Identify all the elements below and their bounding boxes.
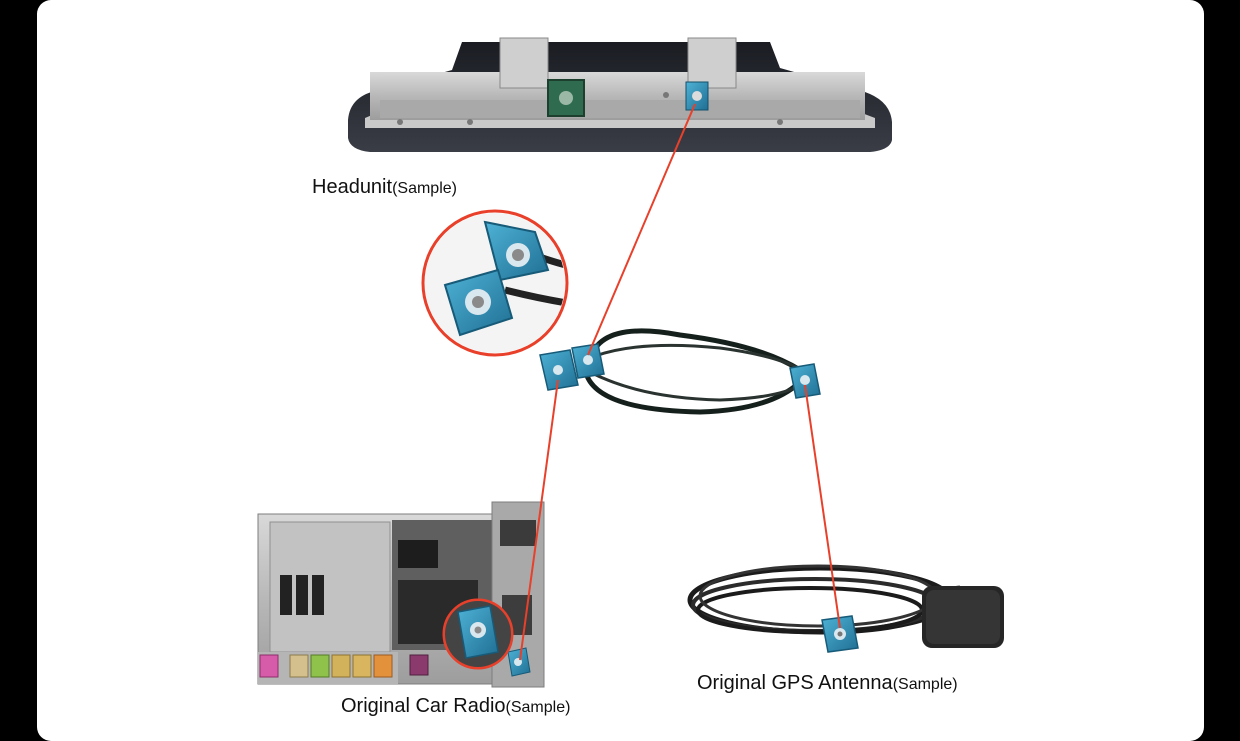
gps-antenna-caption-sub: (Sample) [893, 676, 958, 693]
car-radio-caption-sub: (Sample) [506, 699, 571, 716]
headunit-image [348, 38, 892, 152]
headunit-caption-main: Headunit [312, 176, 392, 198]
gps-splitter-cable [540, 331, 820, 412]
car-radio-caption: Original Car Radio(Sample) [341, 695, 570, 718]
gps-antenna-caption: Original GPS Antenna(Sample) [697, 672, 958, 695]
headunit-caption-sub: (Sample) [392, 180, 457, 197]
gps-antenna-caption-main: Original GPS Antenna [697, 672, 893, 694]
gps-antenna-image [690, 566, 1004, 652]
guide-line-gps [805, 385, 840, 628]
connector-zoom-circle [420, 210, 580, 360]
car-radio-caption-main: Original Car Radio [341, 695, 506, 717]
headunit-caption: Headunit(Sample) [312, 176, 457, 199]
